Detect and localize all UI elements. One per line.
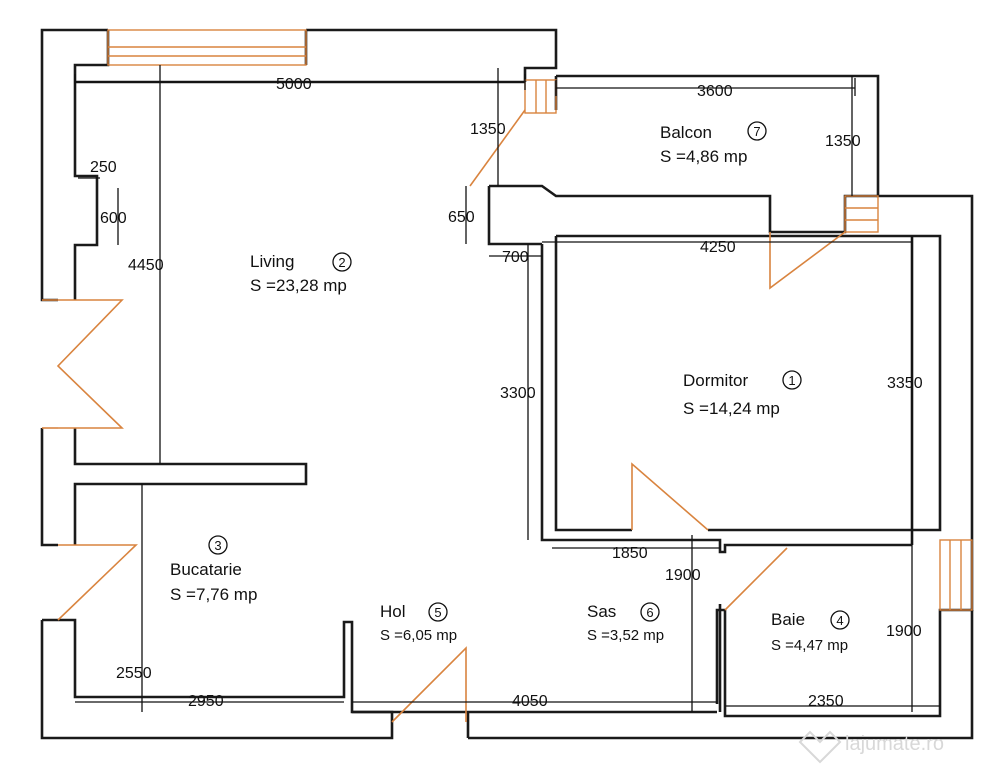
watermark-text: lajumate.ro [845,733,944,755]
dim-baie-depth: 1900 [886,623,922,640]
baie-door [724,547,788,611]
dim-living-depth: 4450 [128,257,164,274]
dim-sas-width: 1850 [612,545,648,562]
room-name-baie: Baie [771,610,805,629]
dim-wall-offset: 650 [448,209,475,226]
balcon-left-window [524,79,557,114]
room-number-circle [428,602,448,622]
living-balcony-door [56,299,124,429]
room-baie: Baie 4 S =4,47 mp [771,610,850,654]
room-balcon: Balcon 7 S =4,86 mp [660,121,767,166]
room-name-sas: Sas [587,602,616,621]
room-living: Living 2 S =23,28 mp [250,252,352,295]
windows [107,29,973,611]
dim-dormitor-right-depth: 3350 [887,375,923,392]
dim-balcon-right-depth: 1350 [825,133,861,150]
dim-bucatarie-depth: 2550 [116,665,152,682]
dim-balcon-left-depth: 1350 [470,121,506,138]
dimension-lines [74,65,940,712]
room-name-dormitor: Dormitor [683,371,749,390]
dormitor-top-window [844,195,879,233]
dim-niche-height: 600 [100,210,127,227]
room-number-dormitor: 1 [788,373,795,388]
dim-balcon-width: 3600 [697,83,733,100]
room-area-baie: S =4,47 mp [771,637,848,654]
baie-window [939,539,973,611]
room-number-living: 2 [338,255,345,270]
room-number-circle [830,610,850,630]
dim-living-width: 5000 [276,76,312,93]
room-sas: Sas 6 S =3,52 mp [587,602,664,644]
dimension-labels: 5000 3600 1350 1350 250 600 4450 650 700… [90,76,923,710]
dormitor-balcon-door [769,231,846,290]
room-number-circle [640,602,660,622]
dim-dormitor-left-depth: 3300 [500,385,536,402]
room-number-sas: 6 [646,605,653,620]
room-name-living: Living [250,252,294,271]
dim-sas-depth: 1900 [665,567,701,584]
room-area-dormitor: S =14,24 mp [683,399,780,418]
dim-baie-width: 2350 [808,693,844,710]
room-number-bucatarie: 3 [214,538,221,553]
dim-dormitor-width: 4250 [700,239,736,256]
bucatarie-window-door [57,544,138,621]
dim-bucatarie-width: 2950 [188,693,224,710]
room-bucatarie: 3 Bucatarie S =7,76 mp [170,535,257,604]
room-number-hol: 5 [434,605,441,620]
room-name-bucatarie: Bucatarie [170,560,242,579]
room-number-circle [208,535,228,555]
room-area-hol: S =6,05 mp [380,627,457,644]
watermark: lajumate.ro [798,730,944,764]
room-number-circle [332,252,352,272]
room-number-balcon: 7 [753,124,760,139]
entrance-door [391,646,467,723]
dim-hol-width: 4050 [512,693,548,710]
room-area-living: S =23,28 mp [250,276,347,295]
room-name-balcon: Balcon [660,123,712,142]
room-area-sas: S =3,52 mp [587,627,664,644]
room-hol: Hol 5 S =6,05 mp [380,602,457,644]
dim-niche-depth: 250 [90,159,117,176]
dim-wall-step: 700 [502,249,529,266]
dormitor-door [631,462,709,531]
room-number-baie: 4 [836,613,843,628]
room-dormitor: Dormitor 1 S =14,24 mp [683,370,802,418]
heart-logo-icon [798,730,842,764]
room-number-circle [747,121,767,141]
room-name-hol: Hol [380,602,406,621]
room-area-bucatarie: S =7,76 mp [170,585,257,604]
room-number-circle [782,370,802,390]
room-area-balcon: S =4,86 mp [660,147,747,166]
